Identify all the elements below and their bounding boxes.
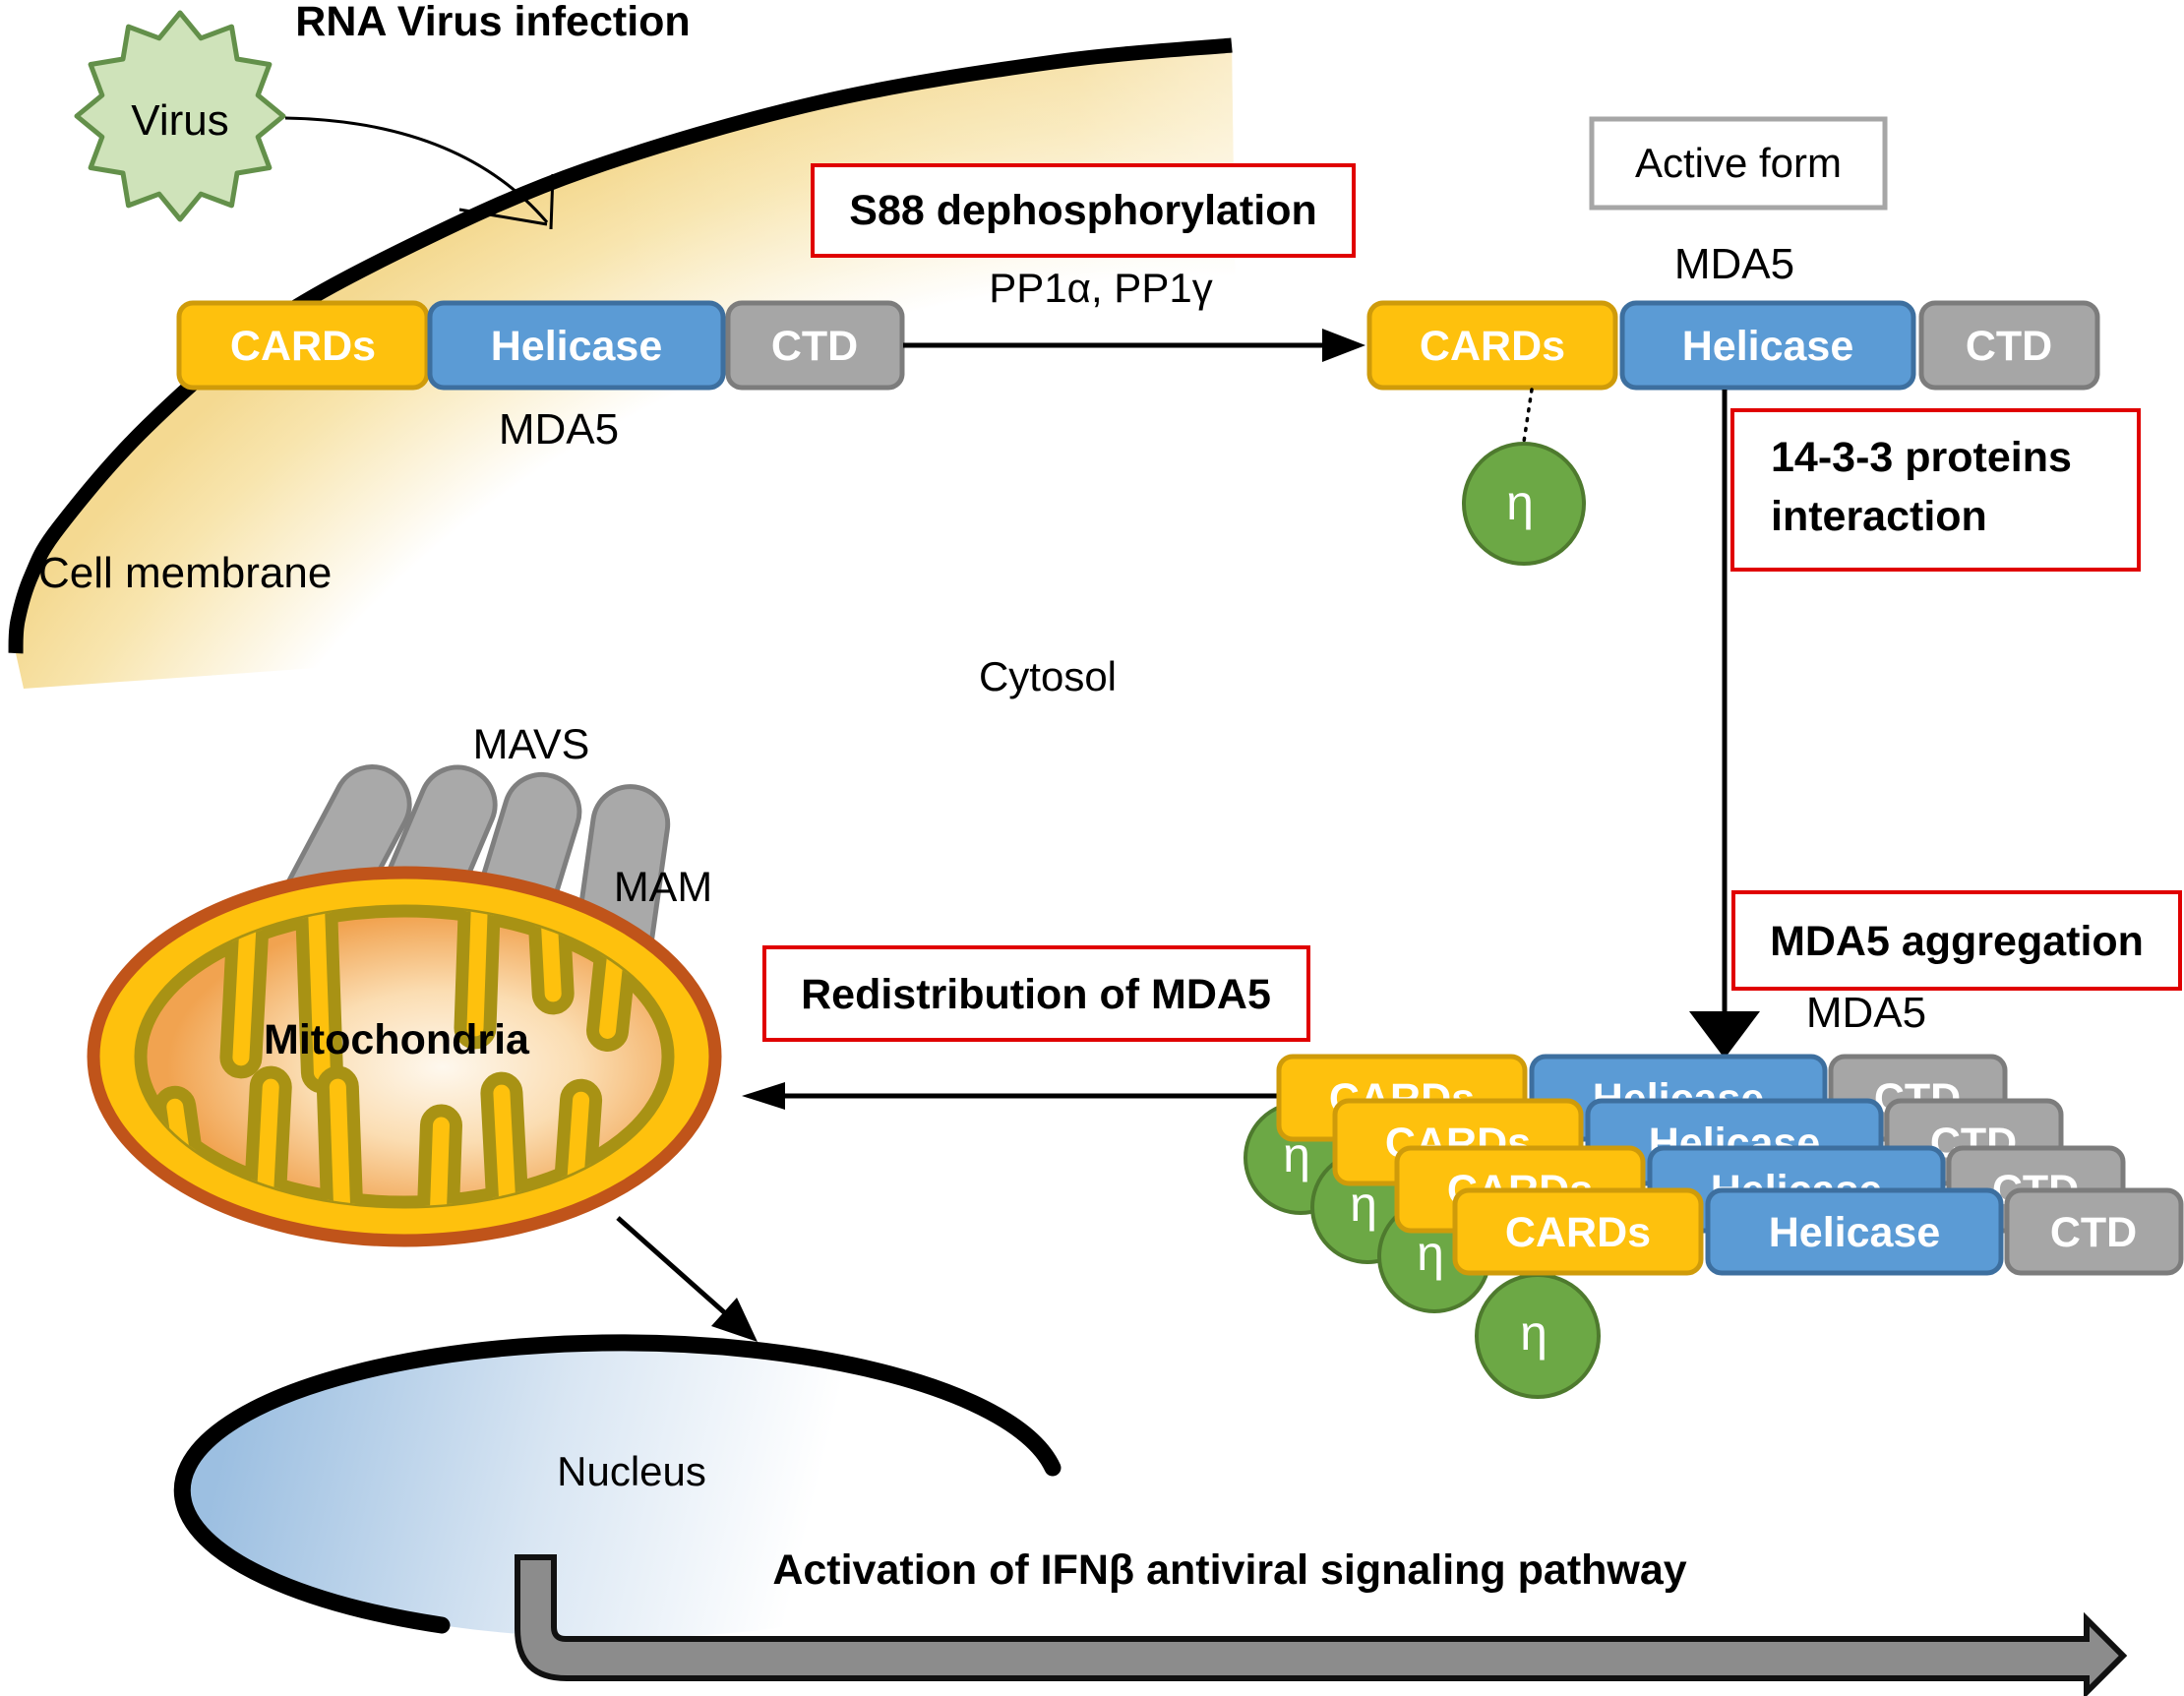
svg-text:CARDs: CARDs xyxy=(1505,1209,1651,1256)
svg-text:CTD: CTD xyxy=(2050,1209,2137,1256)
svg-text:CARDs: CARDs xyxy=(1420,323,1565,370)
svg-text:CTD: CTD xyxy=(1966,323,2052,370)
svg-text:η: η xyxy=(1520,1305,1547,1361)
svg-text:Helicase: Helicase xyxy=(1682,323,1854,370)
svg-text:S88 dephosphorylation: S88 dephosphorylation xyxy=(849,187,1316,234)
svg-text:PP1α, PP1γ: PP1α, PP1γ xyxy=(989,265,1212,311)
svg-text:Helicase: Helicase xyxy=(491,323,663,370)
svg-text:RNA Virus infection: RNA Virus infection xyxy=(295,0,690,45)
svg-text:Active form: Active form xyxy=(1635,140,1842,186)
svg-text:Helicase: Helicase xyxy=(1769,1209,1941,1256)
svg-text:CTD: CTD xyxy=(771,323,858,370)
svg-text:CARDs: CARDs xyxy=(230,323,376,370)
svg-text:Activation of IFNβ antiviral s: Activation of IFNβ antiviral signaling p… xyxy=(772,1546,1686,1594)
svg-text:Cell membrane: Cell membrane xyxy=(38,549,332,597)
svg-text:Redistribution of MDA5: Redistribution of MDA5 xyxy=(801,971,1271,1018)
svg-text:Virus: Virus xyxy=(131,96,228,145)
svg-text:Mitochondria: Mitochondria xyxy=(264,1016,530,1063)
svg-text:Nucleus: Nucleus xyxy=(557,1448,706,1494)
svg-text:Cytosol: Cytosol xyxy=(979,653,1117,699)
svg-text:MDA5: MDA5 xyxy=(1674,240,1794,288)
svg-text:14-3-3 proteins: 14-3-3 proteins xyxy=(1771,434,2072,481)
svg-text:MAM: MAM xyxy=(614,864,712,911)
svg-text:interaction: interaction xyxy=(1771,493,1987,540)
svg-text:η: η xyxy=(1506,475,1534,530)
svg-text:MAVS: MAVS xyxy=(473,721,590,768)
svg-text:η: η xyxy=(1417,1226,1444,1281)
svg-text:MDA5: MDA5 xyxy=(1806,989,1926,1037)
svg-text:MDA5: MDA5 xyxy=(499,405,619,454)
svg-text:MDA5 aggregation: MDA5 aggregation xyxy=(1770,918,2144,965)
